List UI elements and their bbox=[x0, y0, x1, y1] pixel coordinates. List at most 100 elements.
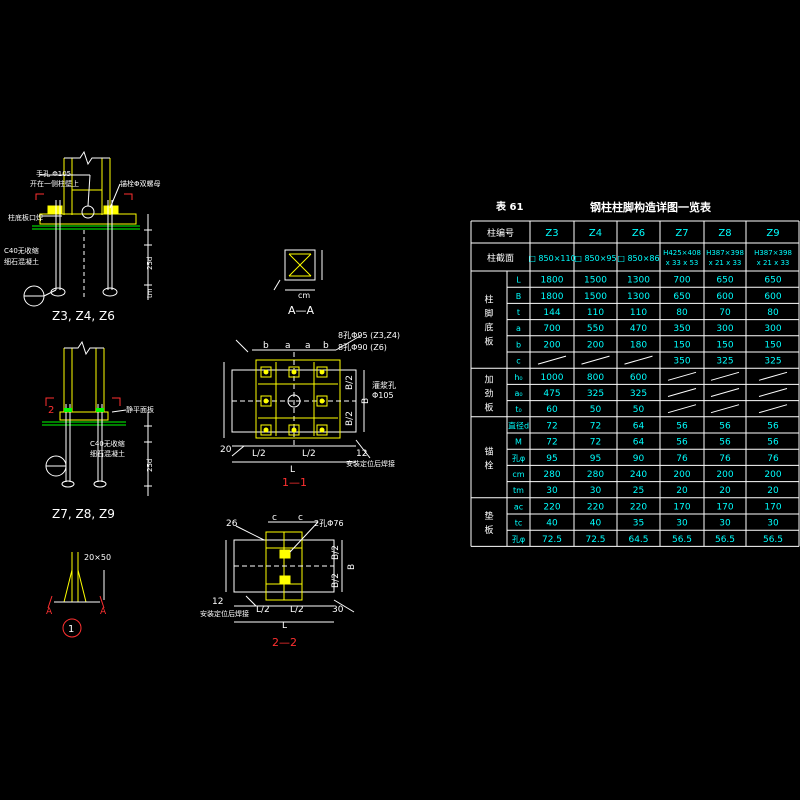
cell-value: 30 bbox=[676, 519, 688, 529]
cell-value: 56.5 bbox=[763, 535, 783, 545]
cell-value: 280 bbox=[543, 470, 560, 480]
cell-value: 180 bbox=[630, 340, 647, 350]
dim-c-right: c bbox=[298, 513, 303, 523]
dim-20x50: 20×50 bbox=[84, 553, 111, 562]
cell-value: 700 bbox=[543, 324, 560, 334]
row-symbol-0-4: b bbox=[516, 340, 521, 349]
cell-value: 72 bbox=[590, 438, 601, 448]
detail-1 bbox=[47, 552, 105, 638]
cell-value: 30 bbox=[767, 519, 779, 529]
anchor-bolt-plate bbox=[316, 395, 328, 407]
section-1-1-bolts bbox=[260, 366, 328, 436]
cell-value: 200 bbox=[673, 470, 690, 480]
section-1-1-labels: 8孔Φ95 (Z3,Z4) 8孔Φ90 (Z6) 灌浆孔 Φ105 安装定位后焊… bbox=[220, 331, 400, 489]
cell-value: 650 bbox=[716, 276, 733, 286]
row-symbol-0-1: B bbox=[516, 292, 522, 301]
cell-value: 600 bbox=[716, 292, 733, 302]
dim-26: 26 bbox=[226, 519, 238, 529]
cell-value: 220 bbox=[630, 502, 647, 512]
note-fine-concrete-2: 细石混凝土 bbox=[90, 449, 125, 458]
empty-cell-slash bbox=[667, 404, 697, 414]
dim-L2-left-2: L/2 bbox=[256, 605, 270, 615]
anchor-bolt bbox=[319, 398, 325, 404]
group-label-2: 锚 bbox=[484, 445, 493, 457]
note-handhole-side: 开在一侧柱壁上 bbox=[30, 179, 79, 188]
note-grout-hole: 灌浆孔 bbox=[372, 380, 396, 390]
group-label-1: 加 bbox=[484, 375, 493, 386]
group-label-2: 栓 bbox=[484, 459, 493, 471]
group-label-3: 板 bbox=[484, 524, 493, 536]
note-weld-after-install: 安装定位后焊接 bbox=[346, 459, 395, 468]
cell-value: 40 bbox=[590, 519, 602, 529]
dim-a-right: a bbox=[305, 341, 311, 351]
anchor-bolt-plate bbox=[288, 424, 300, 436]
dim-20: 20 bbox=[220, 445, 232, 455]
anchor-bolt-plate bbox=[260, 366, 272, 378]
cell-value: 64 bbox=[633, 438, 645, 448]
cell-value: 56.5 bbox=[715, 535, 735, 545]
empty-cell-slash bbox=[758, 404, 788, 414]
note-fine-concrete: 细石混凝土 bbox=[4, 257, 39, 266]
anchor-bolt bbox=[263, 398, 269, 404]
cell-value: 150 bbox=[716, 340, 733, 350]
cell-value: 110 bbox=[587, 308, 604, 318]
cell-value: 550 bbox=[587, 324, 604, 334]
dim-B2-bottom-2: B/2 bbox=[331, 573, 341, 588]
group-label-1: 板 bbox=[484, 402, 493, 414]
section-2-2 bbox=[225, 521, 355, 623]
cell-value: 800 bbox=[587, 373, 604, 383]
note-c40-grout-2: C40无收缩 bbox=[90, 439, 125, 448]
dim-12: 12 bbox=[356, 449, 367, 459]
section-size-2: □ 850×86 bbox=[617, 254, 659, 263]
section-2-2-labels: 26 2孔Φ76 c c 12 安装定位后焊接 30 L/2 L/2 L B/2… bbox=[200, 513, 357, 649]
cell-value: 72.5 bbox=[585, 535, 605, 545]
cell-value: 56 bbox=[767, 438, 779, 448]
caption-z3-z4-z6: Z3, Z4, Z6 bbox=[52, 309, 115, 323]
aa-dim-cm: cm bbox=[298, 291, 310, 300]
dim-L2-right: L/2 bbox=[302, 449, 316, 459]
section-size-5-b: x 21 x 33 bbox=[757, 259, 790, 267]
cell-value: 50 bbox=[590, 405, 602, 415]
group-label-0: 柱 bbox=[484, 294, 493, 306]
note-anchor-nut: 锚栓Φ双螺母 bbox=[120, 179, 161, 188]
elevation-z7-z8-z9 bbox=[42, 340, 152, 496]
cell-value: 40 bbox=[546, 519, 558, 529]
empty-cell-slash bbox=[758, 371, 788, 381]
anchor-bolt-plate bbox=[260, 424, 272, 436]
cell-value: 50 bbox=[633, 405, 645, 415]
cell-value: 64 bbox=[633, 421, 645, 431]
cell-value: 325 bbox=[716, 357, 733, 367]
empty-cell-slash bbox=[710, 388, 740, 397]
cell-value: 64.5 bbox=[628, 535, 648, 545]
cell-value: 475 bbox=[543, 389, 560, 399]
section-size-1: □ 850×95 bbox=[574, 254, 616, 263]
cell-value: 350 bbox=[673, 357, 690, 367]
cell-value: 110 bbox=[630, 308, 647, 318]
cell-value: 200 bbox=[716, 470, 733, 480]
elevation-z7-labels: 静平面板 C40无收缩 细石混凝土 2 25d Z7, Z8, Z9 bbox=[48, 405, 154, 521]
dim-tm-1: tm bbox=[146, 288, 154, 298]
section-size-4: H387×398 bbox=[706, 249, 744, 257]
cell-value: 170 bbox=[716, 502, 733, 512]
cell-value: 650 bbox=[764, 276, 781, 286]
elevation-z3-labels: 手孔 Φ105 开在一侧柱壁上 柱底板口焊 C40无收缩 细石混凝土 锚栓Φ双螺… bbox=[4, 169, 161, 323]
dim-30: 30 bbox=[332, 605, 344, 615]
dim-B2-bottom: B/2 bbox=[345, 411, 355, 426]
anchor-bolt bbox=[263, 369, 269, 375]
cell-value: 72 bbox=[546, 421, 557, 431]
caption-2-2: 2—2 bbox=[272, 636, 297, 649]
group-label-0: 板 bbox=[484, 336, 493, 348]
note-8holes-90: 8孔Φ90 (Z6) bbox=[338, 343, 387, 352]
row-symbol-2-0: 直径d bbox=[508, 420, 529, 430]
anchor-bolt-plate bbox=[316, 424, 328, 436]
table-title: 钢柱柱脚构造详图一览表 bbox=[590, 200, 712, 214]
anchor-bolt bbox=[319, 369, 325, 375]
column-header-z6: Z6 bbox=[632, 228, 645, 239]
section-size-3: H425×408 bbox=[663, 249, 701, 257]
cell-value: 80 bbox=[767, 308, 779, 318]
cell-value: 1800 bbox=[541, 292, 564, 302]
row-symbol-2-1: M bbox=[515, 438, 522, 447]
dim-25d-2: 25d bbox=[146, 459, 154, 472]
dim-b-right: b bbox=[323, 341, 329, 351]
